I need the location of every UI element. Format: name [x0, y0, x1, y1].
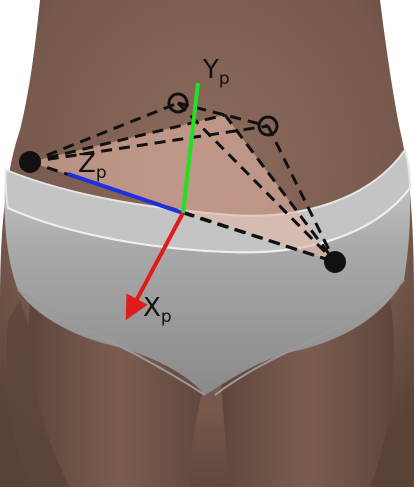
x-axis-letter: X [143, 293, 161, 323]
z-axis-letter: Z [78, 149, 96, 179]
right-landmark-marker [324, 251, 346, 273]
left-landmark-marker [19, 151, 41, 173]
z-axis-subscript: p [96, 163, 107, 183]
y-axis-subscript: p [219, 69, 230, 89]
x-axis-subscript: p [161, 307, 172, 327]
y-axis-letter: Y [202, 55, 219, 85]
